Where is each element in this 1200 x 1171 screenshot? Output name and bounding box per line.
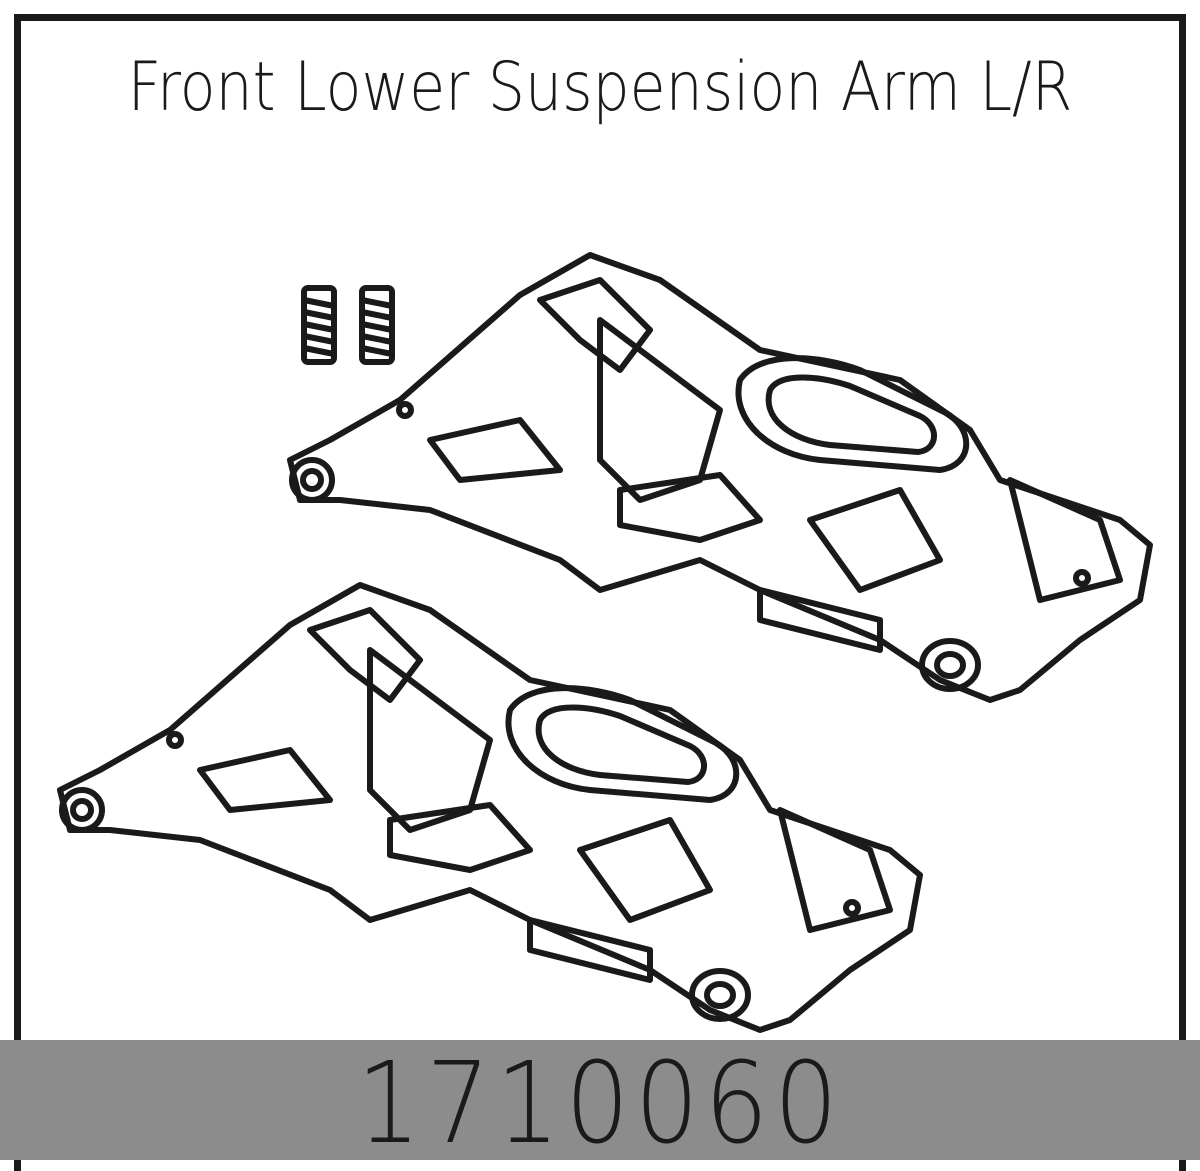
- parts-illustration: [57, 252, 1153, 1033]
- set-screw-icon: [301, 285, 337, 365]
- product-title: Front Lower Suspension Arm L/R: [127, 48, 1073, 127]
- part-number-bar: [0, 1040, 1200, 1160]
- part-number: 1710060: [356, 1039, 844, 1169]
- suspension-arm-icon: [287, 252, 1153, 703]
- suspension-arm-icon: [57, 582, 923, 1033]
- set-screw-icon: [359, 285, 395, 365]
